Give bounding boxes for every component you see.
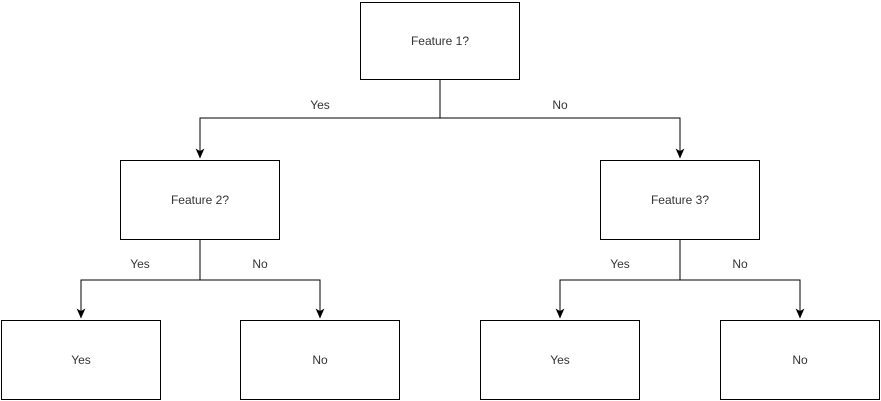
node-leaf-right-no: No [720,320,880,400]
node-feature-2: Feature 2? [120,160,280,240]
edge-root-yes-line [195,80,441,159]
edge-label-root-yes: Yes [308,98,332,112]
edge-label-root-no: No [550,98,570,112]
node-leaf-right-yes: Yes [480,320,640,400]
node-feature-1: Feature 1? [360,2,520,80]
edge-root-no-line [439,80,685,159]
node-feature-3: Feature 3? [600,160,760,240]
edge-left-no-line [199,240,325,319]
edge-left-yes-line [76,240,201,319]
edge-label-left-yes: Yes [128,257,152,271]
edge-label-right-no: No [730,257,750,271]
edge-label-left-no: No [250,257,270,271]
node-leaf-left-yes: Yes [1,320,161,400]
edge-right-no-line [679,240,805,319]
edge-label-right-yes: Yes [608,257,632,271]
edge-right-yes-line [555,240,681,319]
node-leaf-left-no: No [240,320,400,400]
